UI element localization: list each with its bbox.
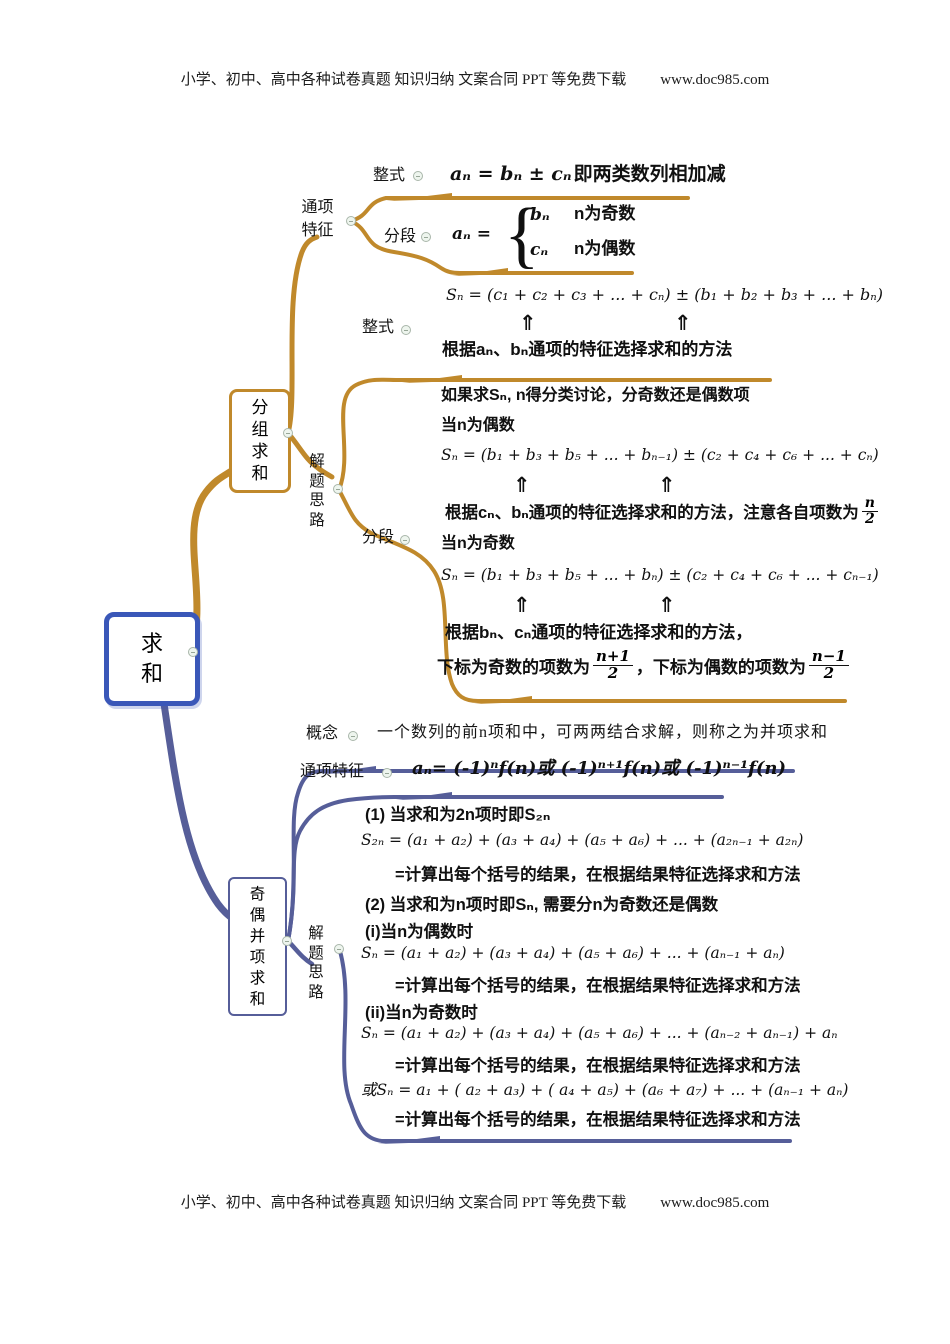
piecewise-case2-cond: n为偶数 xyxy=(574,239,636,258)
formula-note: 即两类数列相加减 xyxy=(573,164,726,185)
collapse-handle[interactable] xyxy=(283,428,293,438)
collapse-handle[interactable] xyxy=(334,944,344,954)
fenduan-odd-head: 当n为奇数 xyxy=(441,535,515,552)
formula-an-minus-one-powers: aₙ= (-1)ⁿf(n)或 (-1)ⁿ⁺¹f(n)或 (-1)ⁿ⁻¹f(n) xyxy=(412,758,786,779)
collapse-handle[interactable] xyxy=(333,484,343,494)
connector-pair-tongxiang xyxy=(286,795,724,943)
connector-taper xyxy=(386,193,452,201)
up-arrow-icon: ⇑ xyxy=(658,593,676,617)
label-gainian[interactable]: 概念 xyxy=(306,725,339,742)
page-header: 小学、初中、高中各种试卷真题 知识归纳 文案合同 PPT 等免费下载 www.do… xyxy=(0,68,950,89)
collapse-handle[interactable] xyxy=(400,535,410,545)
jieti-line: (ii)当n为奇数时 xyxy=(365,1004,478,1022)
label-tongxiang-tezheng-top[interactable]: 通项特征 xyxy=(301,199,334,239)
pair-sum-label: 奇偶并项求和 xyxy=(249,885,266,1008)
up-arrow-icon: ⇑ xyxy=(513,473,531,497)
piecewise-brace: { xyxy=(504,194,540,276)
label-zhengshi-jieti[interactable]: 整式 xyxy=(362,319,395,336)
connector-taper xyxy=(452,268,508,276)
jieti-line: (1) 当求和为2n项时即S₂ₙ xyxy=(365,806,551,824)
connector-taper xyxy=(402,375,462,383)
collapse-handle[interactable] xyxy=(413,171,423,181)
page-footer: 小学、初中、高中各种试卷真题 知识归纳 文案合同 PPT 等免费下载 www.do… xyxy=(0,1191,950,1212)
group-sum-label: 分组求和 xyxy=(251,398,269,483)
connector-taper xyxy=(396,792,452,800)
connector-group-jieti xyxy=(285,430,335,480)
up-arrow-icon: ⇑ xyxy=(674,311,692,335)
piecewise-case1-expr: bₙ xyxy=(530,205,550,225)
collapse-handle[interactable] xyxy=(348,731,358,741)
label-jieti-silu-top[interactable]: 解题思路 xyxy=(309,453,325,529)
piecewise-case1-cond: n为奇数 xyxy=(574,204,636,223)
footer-text: 小学、初中、高中各种试卷真题 知识归纳 文案合同 PPT 等免费下载 xyxy=(180,1195,627,1211)
header-url: www.doc985.com xyxy=(660,72,770,88)
connector-taper xyxy=(320,766,376,774)
formula-sn-even: Sₙ = (b₁ + b₃ + b₅ + ... + bₙ₋₁) ± (c₂ +… xyxy=(441,446,879,464)
footer-url: www.doc985.com xyxy=(660,1195,770,1211)
count-mid: ，下标为偶数的项数为 xyxy=(635,657,806,677)
fenduan-odd-note: 根据bₙ、cₙ通项的特征选择求和的方法， xyxy=(445,623,753,642)
jieti-line: Sₙ = (a₁ + a₂) + (a₃ + a₄) + (a₅ + a₆) +… xyxy=(361,944,785,962)
jieti-line: 或Sₙ = a₁ + ( a₂ + a₃) + ( a₄ + a₅) + (a₆… xyxy=(361,1081,849,1099)
gainian-text: 一个数列的前n项和中，可两两结合求解，则称之为并项求和 xyxy=(377,724,829,741)
pair-sum-node[interactable]: 奇偶并项求和 xyxy=(228,877,287,1016)
root-node-label: 求和 xyxy=(140,631,163,686)
label-tongxiang-tezheng-bottom[interactable]: 通项特征 xyxy=(300,763,365,780)
connector-tongxiang-zhengshi xyxy=(349,196,690,223)
count-prefix: 下标为奇数的项数为 xyxy=(437,657,590,677)
jieti-line: (i)当n为偶数时 xyxy=(365,923,474,941)
note-zhengshi-method: 根据aₙ、bₙ通项的特征选择求和的方法 xyxy=(442,340,733,359)
label-fenduan-jieti[interactable]: 分段 xyxy=(362,529,395,546)
connector-jieti-zhengshi xyxy=(337,377,772,492)
jieti-line: =计算出每个括号的结果，在根据结果特征选择求和方法 xyxy=(395,866,801,884)
collapse-handle[interactable] xyxy=(346,216,356,226)
collapse-handle[interactable] xyxy=(421,232,431,242)
connector-taper xyxy=(378,1136,440,1144)
jieti-line: =计算出每个括号的结果，在根据结果特征选择求和方法 xyxy=(395,1111,801,1129)
fenduan-intro: 如果求Sₙ, n得分类讨论，分奇数还是偶数项 xyxy=(441,387,750,404)
connector-group-tongxiang xyxy=(285,234,320,436)
jieti-line: (2) 当求和为n项时即Sₙ, 需要分n为奇数还是偶数 xyxy=(365,896,719,914)
connector-tongxiang-fenduan xyxy=(349,219,634,275)
note-text: 根据cₙ、bₙ通项的特征选择求和的方法，注意各自项数为 xyxy=(445,504,859,523)
label-zhengshi-top[interactable]: 整式 xyxy=(373,167,406,184)
formula-sn-odd: Sₙ = (b₁ + b₃ + b₅ + ... + bₙ) ± (c₂ + c… xyxy=(441,566,879,584)
connector-jieti-fenduan xyxy=(337,488,847,703)
formula-sn-zhengshi: Sₙ = (c₁ + c₂ + c₃ + ... + cₙ) ± (b₁ + b… xyxy=(446,285,883,304)
piecewise-case2-expr: cₙ xyxy=(530,240,549,260)
connector-jieti2-content xyxy=(338,949,792,1143)
jieti-line: =计算出每个括号的结果，在根据结果特征选择求和方法 xyxy=(395,1057,801,1075)
connector-taper xyxy=(474,696,532,704)
root-node[interactable]: 求和 xyxy=(104,612,200,706)
piecewise-lhs: aₙ = xyxy=(452,224,491,244)
up-arrow-icon: ⇑ xyxy=(519,311,537,335)
collapse-handle[interactable] xyxy=(382,768,392,778)
jieti-line: =计算出每个括号的结果，在根据结果特征选择求和方法 xyxy=(395,977,801,995)
jieti-line: S₂ₙ = (a₁ + a₂) + (a₃ + a₄) + (a₅ + a₆) … xyxy=(361,831,804,849)
header-text: 小学、初中、高中各种试卷真题 知识归纳 文案合同 PPT 等免费下载 xyxy=(180,72,627,88)
group-sum-node[interactable]: 分组求和 xyxy=(229,389,291,493)
connector-root-pair xyxy=(159,693,237,923)
jieti-line: Sₙ = (a₁ + a₂) + (a₃ + a₄) + (a₅ + a₆) +… xyxy=(361,1024,838,1042)
up-arrow-icon: ⇑ xyxy=(513,593,531,617)
up-arrow-icon: ⇑ xyxy=(658,473,676,497)
collapse-handle[interactable] xyxy=(401,325,411,335)
formula-math: aₙ = bₙ ± cₙ xyxy=(450,163,572,185)
collapse-handle[interactable] xyxy=(188,647,198,657)
collapse-handle[interactable] xyxy=(282,936,292,946)
label-fenduan-top[interactable]: 分段 xyxy=(384,228,417,245)
fenduan-even-head: 当n为偶数 xyxy=(441,417,515,434)
label-jieti-silu-bottom[interactable]: 解题思路 xyxy=(308,925,324,1001)
